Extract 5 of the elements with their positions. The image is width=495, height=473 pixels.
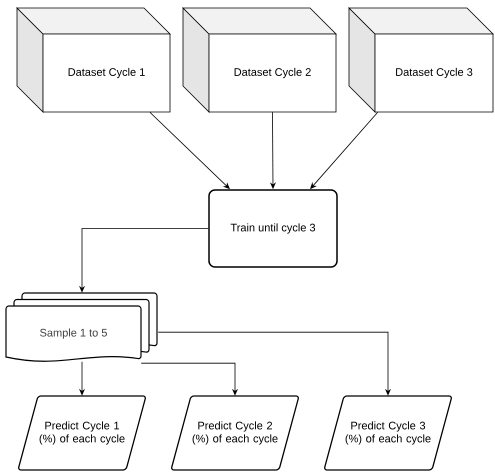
document-stack: Sample 1 to 5 (5, 292, 158, 362)
process-box: Train until cycle 3 (208, 189, 338, 268)
output-parallelogram: Predict Cycle 1 (%) of each cycle (18, 395, 146, 471)
output-parallelogram: Predict Cycle 3 (%) of each cycle (324, 395, 452, 471)
output-parallelogram: Predict Cycle 2 (%) of each cycle (171, 395, 299, 471)
